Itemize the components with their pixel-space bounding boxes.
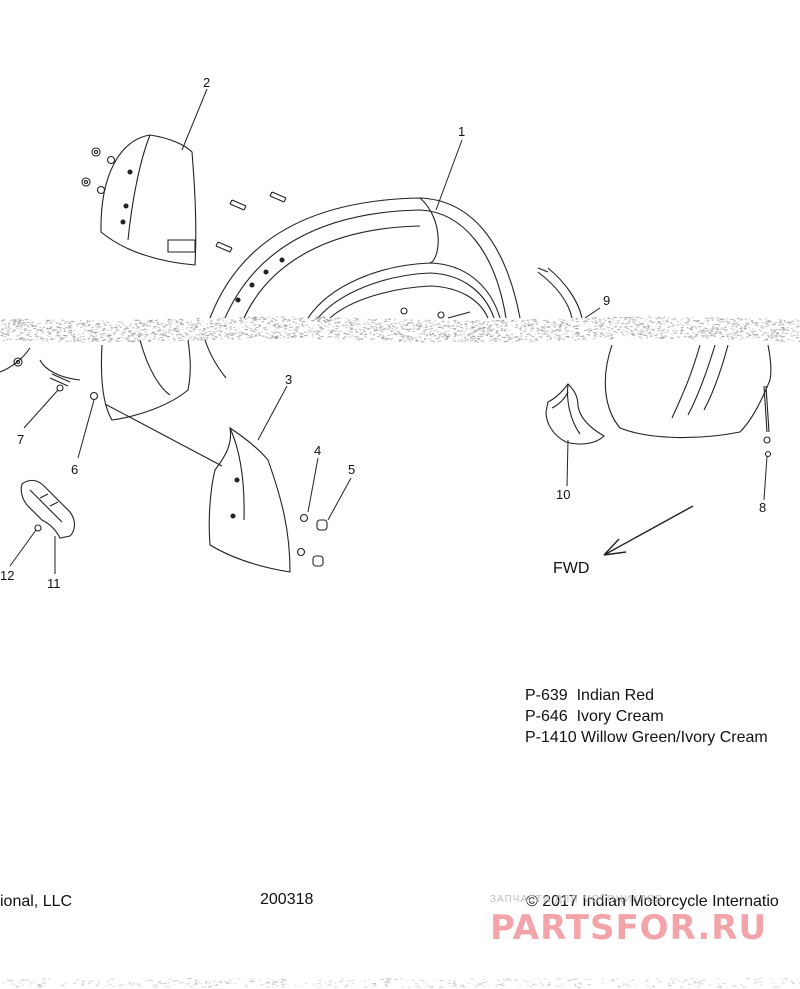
side-panel-part-2 bbox=[100, 134, 197, 266]
callout-leaders bbox=[9, 88, 768, 574]
nut-part-12 bbox=[34, 524, 42, 532]
hardware-part-2 bbox=[81, 147, 287, 253]
watermark-brand: PARTSFOR.RU bbox=[490, 908, 768, 948]
paint-code-legend: P-639 Indian Red P-646 Ivory Cream P-141… bbox=[525, 685, 768, 748]
forward-arrow bbox=[603, 505, 694, 556]
badge-part-10 bbox=[545, 383, 605, 445]
bracket-part-11 bbox=[20, 479, 76, 539]
scan-noise-band bbox=[0, 316, 800, 343]
footer-company: ional, LLC bbox=[0, 893, 73, 910]
pin-part-8 bbox=[763, 385, 772, 458]
hardware-parts-6-7 bbox=[13, 357, 223, 467]
fwd-label: FWD bbox=[553, 560, 590, 577]
callout-12: 12 bbox=[0, 568, 15, 583]
paint-code: P-646 bbox=[525, 708, 568, 725]
footer-copyright: © 2017 Indian Motorcycle Internatio bbox=[526, 893, 779, 910]
footer-diagram-id: 200318 bbox=[260, 891, 314, 908]
callout-1: 1 bbox=[458, 124, 466, 139]
paint-name: Indian Red bbox=[576, 687, 654, 704]
hub-fasteners bbox=[400, 307, 471, 319]
paint-code: P-639 bbox=[525, 687, 568, 704]
fender-part-1 bbox=[209, 197, 521, 319]
callout-3: 3 bbox=[285, 372, 293, 387]
side-panel-part-3 bbox=[208, 426, 291, 573]
fender-lower-right bbox=[604, 344, 772, 439]
hardware-parts-4-5 bbox=[296, 513, 328, 567]
watermark-caption: ЗАПЧАСТИ ДЛЯ МОТОЦИКЛОВ bbox=[490, 894, 664, 905]
paint-code-row: P-646 Ivory Cream bbox=[525, 706, 768, 727]
callout-7: 7 bbox=[17, 432, 25, 447]
callout-2: 2 bbox=[203, 75, 211, 90]
fender-lower-left bbox=[0, 339, 227, 421]
trim-strip-part-9 bbox=[537, 267, 583, 319]
paint-code-row: P-639 Indian Red bbox=[525, 685, 768, 706]
callout-4: 4 bbox=[314, 443, 322, 458]
callout-8: 8 bbox=[759, 500, 767, 515]
callout-10: 10 bbox=[556, 487, 571, 502]
paint-code: P-1410 bbox=[525, 729, 577, 746]
paint-name: Ivory Cream bbox=[576, 708, 664, 725]
callout-6: 6 bbox=[71, 462, 79, 477]
callout-5: 5 bbox=[348, 462, 356, 477]
paint-code-row: P-1410 Willow Green/Ivory Cream bbox=[525, 727, 768, 748]
callout-9: 9 bbox=[603, 293, 611, 308]
callout-11: 11 bbox=[47, 576, 61, 591]
paint-name: Willow Green/Ivory Cream bbox=[581, 729, 768, 746]
